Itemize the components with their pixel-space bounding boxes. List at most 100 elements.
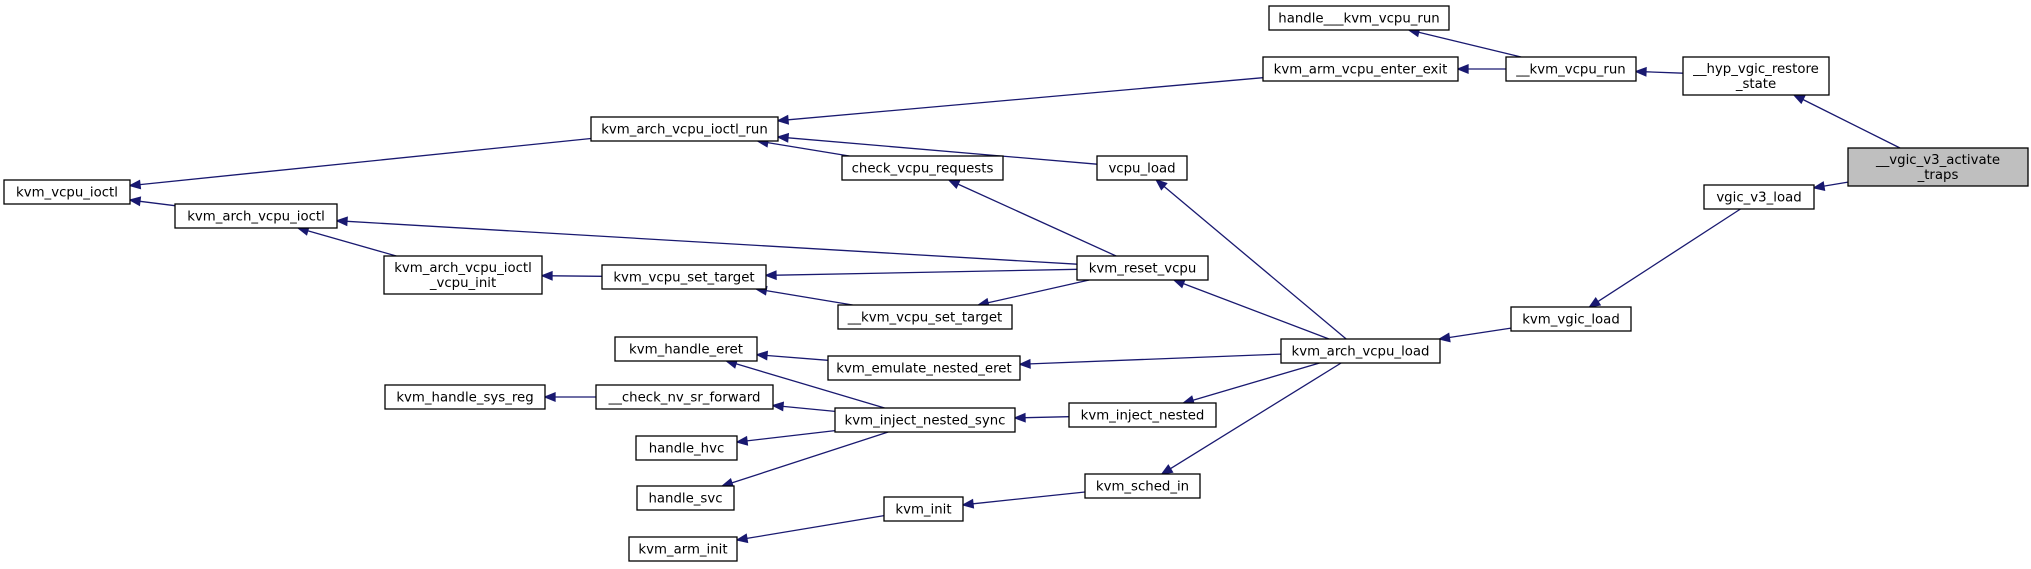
edge-kvm_inject_nested-to-kvm_inject_nested_sync [1013, 412, 1070, 423]
node-box [174, 203, 338, 229]
node-vcpu_load[interactable]: vcpu_load [1096, 155, 1188, 181]
node-kvm_arm_vcpu_enter_exit[interactable]: kvm_arm_vcpu_enter_exit [1262, 56, 1459, 82]
node-label: kvm_vcpu_set_target [613, 271, 754, 286]
node-label: __vgic_v3_activate [1875, 153, 2000, 168]
node-vgic_v3_activate_traps: __vgic_v3_activate_traps [1847, 147, 2029, 187]
edge-kvm_arch_vcpu_load-to-kvm_reset_vcpu [1172, 279, 1330, 340]
node-label: kvm_handle_eret [629, 343, 743, 358]
node-kvm_sched_in[interactable]: kvm_sched_in [1084, 473, 1201, 499]
node-label: kvm_vcpu_ioctl [16, 186, 118, 201]
edge-line [307, 230, 397, 257]
edge-line [1645, 71, 1684, 74]
node-label: vgic_v3_load [1716, 191, 1801, 206]
edge-line [787, 137, 1098, 165]
node-box [1084, 473, 1201, 499]
node-kvm_reset_vcpu[interactable]: kvm_reset_vcpu [1076, 255, 1209, 281]
edge-hyp_vgic_restore_state-to-kvm_vcpu_run [1634, 66, 1684, 77]
node-kvm_inject_nested[interactable]: kvm_inject_nested [1068, 402, 1217, 428]
edge-arrowhead [1792, 94, 1806, 105]
node-vgic_v3_load[interactable]: vgic_v3_load [1703, 184, 1815, 210]
node-kvm_vgic_load[interactable]: kvm_vgic_load [1510, 306, 1632, 332]
node-handle_hvc[interactable]: handle_hvc [635, 435, 738, 461]
edge-arrowhead [128, 179, 142, 190]
edge-arrowhead [947, 179, 961, 189]
node-box [837, 304, 1013, 330]
node-label: kvm_arch_vcpu_ioctl [394, 261, 532, 276]
edge-kvm_reset_vcpu-to-check_vcpu_requests [947, 179, 1117, 257]
edge-arrowhead [1456, 64, 1469, 74]
node-kvm_arch_vcpu_ioctl_vcpu_init[interactable]: kvm_arch_vcpu_ioctl_vcpu_init [383, 255, 543, 295]
node-box [1280, 338, 1441, 364]
node-__kvm_vcpu_set_target[interactable]: __kvm_vcpu_set_target [837, 304, 1013, 330]
node-kvm_arch_vcpu_load[interactable]: kvm_arch_vcpu_load [1280, 338, 1441, 364]
edge-vgic_v3_activate_traps-to-vgic_v3_load [1812, 181, 1849, 191]
node-label: kvm_emulate_nested_eret [836, 362, 1011, 377]
node-check_nv_sr_forward[interactable]: __check_nv_sr_forward [595, 384, 774, 410]
node-box [841, 155, 1004, 181]
node-hyp_vgic_restore_state[interactable]: __hyp_vgic_restore_state [1682, 56, 1830, 96]
node-box [834, 407, 1016, 433]
edge-line [1024, 416, 1070, 419]
edge-kvm_vcpu_set_target-to-kvm_arch_vcpu_ioctl_vcpu_init [540, 270, 603, 281]
node-kvm_arch_vcpu_ioctl_run[interactable]: kvm_arch_vcpu_ioctl_run [590, 116, 779, 142]
edge-arrowhead [735, 435, 749, 446]
edge-kvm_sched_in-to-kvm_init [961, 491, 1086, 509]
node-check_vcpu_requests[interactable]: check_vcpu_requests [841, 155, 1004, 181]
edge-line [1597, 208, 1741, 303]
node-box [1703, 184, 1815, 210]
edge-line [972, 491, 1086, 505]
node-handle_kvm_vcpu_run[interactable]: handle___kvm_vcpu_run [1268, 5, 1450, 31]
node-handle_svc[interactable]: handle_svc [636, 485, 735, 511]
edge-line [735, 363, 885, 409]
node-kvm_emulate_nested_eret[interactable]: kvm_emulate_nested_eret [827, 355, 1021, 381]
node-kvm_handle_eret[interactable]: kvm_handle_eret [614, 336, 758, 362]
node-label: handle_svc [648, 492, 722, 507]
edge-line [1449, 327, 1512, 339]
node-label: _state [1735, 77, 1776, 92]
edge-line [1170, 362, 1342, 470]
edge-kvm_arch_vcpu_ioctl_run-to-kvm_vcpu_ioctl [128, 137, 592, 190]
node-label: kvm_vgic_load [1522, 313, 1620, 328]
edge-arrowhead [1634, 66, 1647, 77]
node-kvm_inject_nested_sync[interactable]: kvm_inject_nested_sync [834, 407, 1016, 433]
edge-__kvm_vcpu_set_target-to-kvm_vcpu_set_target [754, 285, 853, 306]
node-box [883, 496, 964, 522]
edge-arrowhead [540, 270, 553, 281]
node-kvm_init[interactable]: kvm_init [883, 496, 964, 522]
node-kvm_vcpu_ioctl[interactable]: kvm_vcpu_ioctl [3, 179, 131, 205]
node-kvm_arm_init[interactable]: kvm_arm_init [628, 536, 738, 562]
edge-line [787, 77, 1264, 121]
node-label: __kvm_vcpu_run [1515, 63, 1626, 78]
edge-line [1163, 185, 1347, 340]
node-label: kvm_sched_in [1096, 480, 1189, 495]
edge-kvm_arch_vcpu_ioctl-to-kvm_vcpu_ioctl [128, 196, 176, 207]
edge-vcpu_load-to-kvm_arch_vcpu_ioctl_run [776, 132, 1098, 165]
edge-kvm_arch_vcpu_load-to-vcpu_load [1154, 178, 1347, 340]
node-box [1268, 5, 1450, 31]
node-label: __kvm_vcpu_set_target [847, 311, 1003, 326]
edge-line [1029, 353, 1282, 365]
edge-arrowhead [1812, 181, 1826, 191]
edge-line [766, 354, 829, 361]
edge-kvm_arm_vcpu_enter_exit-to-kvm_arch_vcpu_ioctl_run [776, 77, 1264, 125]
edge-line [1192, 362, 1320, 401]
edge-kvm_inject_nested_sync-to-check_nv_sr_forward [771, 401, 836, 413]
node-label: kvm_inject_nested_sync [845, 414, 1006, 429]
edge-line [775, 268, 1078, 276]
edge-check_nv_sr_forward-to-kvm_handle_sys_reg [543, 392, 596, 402]
node-box [384, 384, 546, 410]
edge-kvm_reset_vcpu-to-kvm_arch_vcpu_ioctl [335, 216, 1078, 265]
node-kvm_vcpu_run[interactable]: __kvm_vcpu_run [1505, 56, 1637, 82]
edge-line [731, 431, 889, 484]
node-box [1096, 155, 1188, 181]
node-kvm_vcpu_set_target[interactable]: kvm_vcpu_set_target [601, 264, 767, 290]
edge-line [987, 279, 1090, 304]
node-kvm_arch_vcpu_ioctl[interactable]: kvm_arch_vcpu_ioctl [174, 203, 338, 229]
edge-kvm_arch_vcpu_load-to-kvm_emulate_nested_eret [1018, 353, 1282, 369]
node-label: handle_hvc [649, 442, 725, 457]
edge-arrowhead [961, 498, 975, 509]
node-label: kvm_arm_init [638, 543, 727, 558]
edge-kvm_reset_vcpu-to-kvm_vcpu_set_target [764, 268, 1078, 281]
edge-arrowhead [1013, 412, 1026, 423]
node-kvm_handle_sys_reg[interactable]: kvm_handle_sys_reg [384, 384, 546, 410]
